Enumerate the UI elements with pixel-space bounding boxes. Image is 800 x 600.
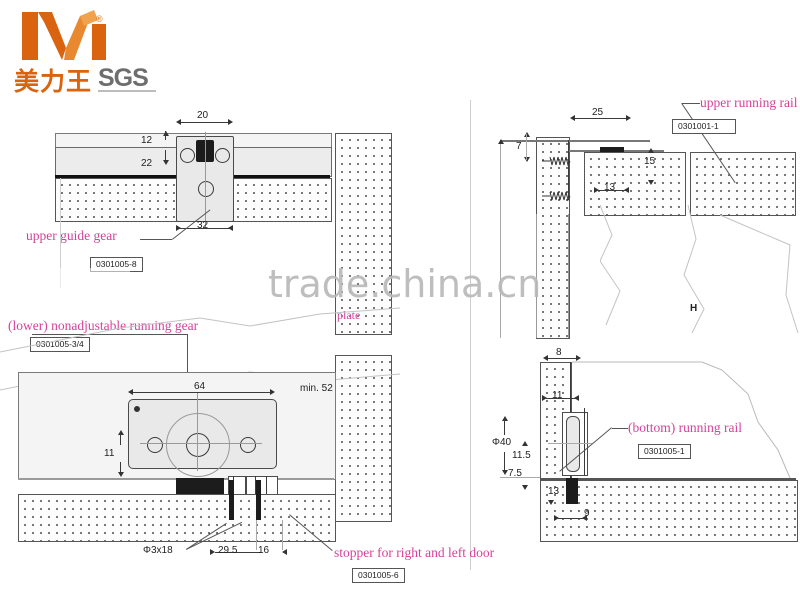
dim-line-32 — [178, 228, 230, 229]
label-stopper: stopper for right and left door — [334, 545, 495, 560]
stopper-block — [176, 478, 224, 494]
logo-chinese-name: 美力王 — [14, 67, 93, 96]
gear-hole-left — [147, 437, 163, 453]
part-number-0301005-6: 0301005-6 — [352, 568, 405, 583]
label-upper-guide-gear: upper guide gear — [26, 228, 117, 243]
watermark: trade.china.cn — [268, 262, 542, 306]
screw-left — [229, 480, 234, 520]
part-number-0301005-34: 0301005-3/4 — [30, 337, 90, 352]
dim-20: 20 — [197, 110, 209, 121]
break-contour-upper — [0, 307, 400, 353]
dim-32: 32 — [197, 220, 209, 231]
gear-centerline-v — [197, 393, 198, 471]
dim-16: 16 — [258, 545, 270, 556]
guide-wheel — [198, 181, 214, 197]
bottom-rail-anchor — [566, 478, 578, 504]
dim-H: H — [690, 303, 698, 314]
dim-11-right: 11 — [552, 390, 563, 401]
bracket-hole-right — [215, 148, 230, 163]
gear-hole-right — [240, 437, 256, 453]
plate-hatch — [335, 133, 392, 335]
anchor-screw-bottom — [542, 191, 571, 202]
leader-dot — [134, 406, 140, 412]
dim-11-5: 11.5 — [512, 450, 531, 461]
dim-29-5: 29.5 — [218, 545, 238, 556]
dim-12: 12 — [141, 135, 153, 146]
label-upper-running-rail: upper running rail — [700, 95, 798, 110]
bracket-centerline — [205, 132, 206, 228]
break-contour-right — [600, 205, 799, 334]
dim-13: 13 — [604, 182, 616, 193]
running-gear-wheel-outline — [166, 413, 230, 477]
part-number-0301001-1: 0301001-1 — [672, 119, 736, 134]
dim-7-5: 7.5 — [508, 468, 522, 479]
part-number-0301005-1: 0301005-1 — [638, 444, 691, 459]
floor-hatch-right — [540, 480, 798, 542]
running-gear-hub — [186, 433, 210, 457]
ceiling-hatch-a — [584, 152, 686, 216]
bracket-hole-left — [180, 148, 195, 163]
dim-15: 15 — [644, 156, 656, 167]
floor-hatch-left — [18, 494, 336, 542]
stopper-bracket-b — [246, 476, 278, 496]
anchor-screw-top — [542, 156, 571, 167]
dim-13-bottom: 13 — [548, 486, 560, 497]
door-leaf-contour — [572, 361, 798, 491]
sgs-underline — [98, 90, 156, 92]
watermark-blur-left — [60, 268, 130, 290]
dim-phi40: Φ40 — [492, 437, 512, 448]
height-extension-line — [500, 143, 501, 338]
company-logo: ® 美力王 SGS — [12, 6, 192, 96]
logo-mark-icon — [22, 10, 106, 60]
bottom-roller — [566, 416, 580, 472]
gear-centerline-h — [140, 443, 262, 444]
dim-25: 25 — [592, 107, 604, 118]
wall-hatch-right — [536, 137, 570, 339]
dim-8: 8 — [556, 347, 562, 358]
label-bottom-running-rail: (bottom) running rail — [628, 420, 742, 435]
sgs-certification-mark: SGS — [98, 64, 149, 92]
dim-7: 7 — [516, 141, 522, 152]
dim-phi3x18: Φ3x18 — [143, 545, 173, 556]
dim-9: 9 — [584, 508, 590, 519]
label-lower-running-gear: (lower) nonadjustable running gear — [8, 318, 199, 333]
registered-trademark-icon: ® — [96, 14, 103, 24]
dim-64: 64 — [194, 381, 206, 392]
ceiling-hatch-b — [690, 152, 796, 216]
view-divider — [470, 100, 471, 570]
screw-right — [256, 480, 261, 520]
plate-hatch-lower — [335, 355, 392, 522]
dim-22: 22 — [141, 158, 153, 169]
dim-min-52: min. 52 — [300, 383, 333, 394]
dim-11: 11 — [104, 448, 115, 459]
dim-line-20 — [178, 122, 230, 123]
